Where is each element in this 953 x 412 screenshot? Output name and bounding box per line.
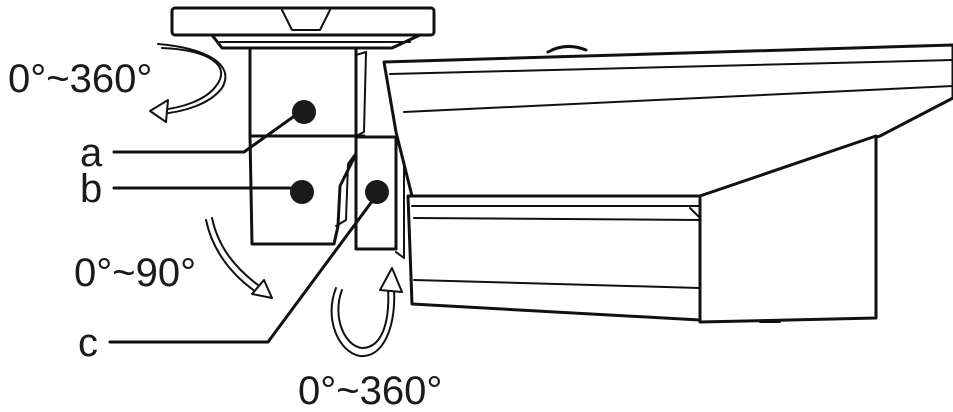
- screw-b-icon: [290, 180, 314, 204]
- screw-c-label: c: [78, 321, 98, 365]
- screw-a-label: a: [80, 131, 103, 175]
- tilt-arrow: [205, 217, 273, 299]
- screw-c-icon: [365, 180, 389, 204]
- screw-a-icon: [292, 100, 316, 124]
- leader-line-c: [108, 194, 378, 344]
- rotation-angle-label: 0°~360°: [298, 369, 442, 412]
- camera-body: [406, 134, 878, 324]
- axial-rotation-arrow: [330, 267, 403, 358]
- tilt-angle-label: 0°~90°: [74, 251, 196, 295]
- mount-base-plate: [170, 6, 436, 50]
- pan-angle-label: 0°~360°: [8, 57, 152, 101]
- leader-line-a: [112, 110, 302, 154]
- screw-b-label: b: [80, 167, 102, 211]
- pan-rotation-arrow: [149, 43, 227, 123]
